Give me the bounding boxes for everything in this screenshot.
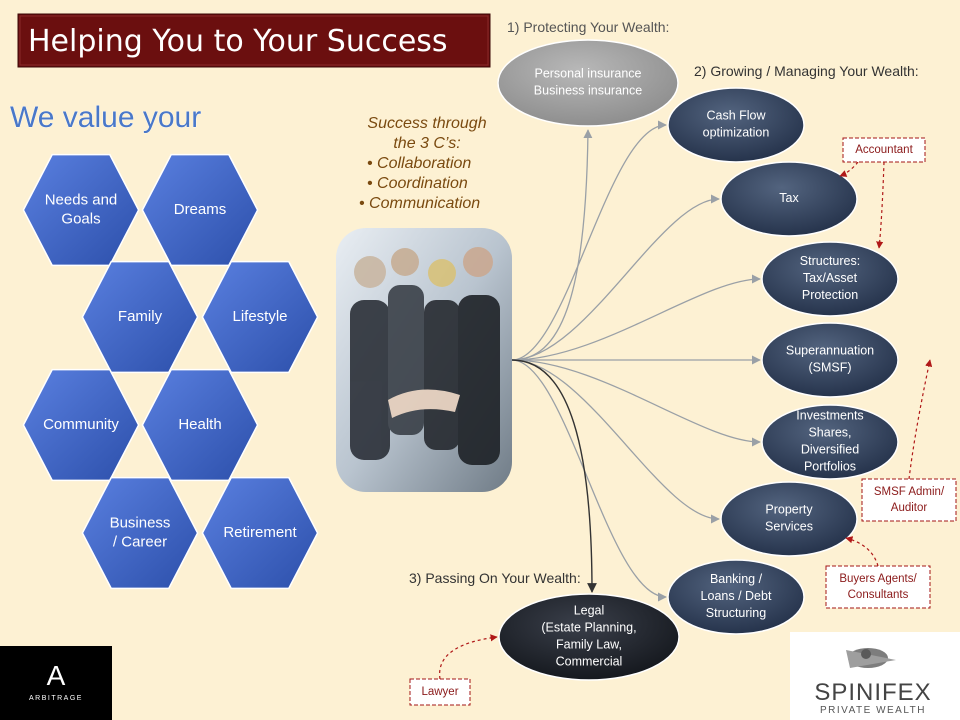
service-label: Superannuation(SMSF) (786, 344, 874, 375)
advisor-label: Lawyer (421, 686, 458, 698)
heading-growing: 2) Growing / Managing Your Wealth: (694, 63, 919, 79)
advisor-arrow (876, 161, 885, 249)
title-banner: Helping You to Your Success (17, 13, 491, 68)
hexagon-health: Health (141, 368, 259, 482)
arbitrage-logo-name: ARBITRAGE (29, 695, 83, 702)
arbitrage-logo: A ARBITRAGE (0, 646, 112, 720)
service-ellipse (667, 559, 805, 635)
service-label: Tax (779, 191, 799, 205)
service-legal: Legal(Estate Planning,Family Law,Commerc… (498, 593, 680, 681)
hexagon-label: Retirement (223, 524, 297, 541)
advisor-smsf_admin: SMSF Admin/Auditor (861, 359, 957, 522)
service-ellipse (720, 481, 858, 557)
tagline: Success through the 3 C’s: • Collaborati… (359, 115, 487, 212)
connector-banking (511, 359, 667, 602)
advisor-arrow (839, 161, 859, 177)
heading-passing: 3) Passing On Your Wealth: (409, 570, 581, 586)
values-subtitle: We value your (10, 101, 201, 134)
advisor-label: Buyers Agents/Consultants (839, 573, 917, 601)
page-title: Helping You to Your Success (28, 24, 448, 59)
hexagon-business: Business/ Career (81, 476, 199, 590)
advisor-label: Accountant (855, 144, 913, 156)
connector-lines (511, 120, 761, 602)
service-ellipse (497, 39, 679, 127)
tagline-bullet-1: • Collaboration (367, 155, 471, 172)
tagline-line-2: the 3 C’s: (393, 135, 460, 152)
hexagon-shape (81, 260, 199, 374)
advisor-box (861, 478, 957, 522)
heading-protecting: 1) Protecting Your Wealth: (507, 19, 669, 35)
hexagon-label: Lifestyle (232, 308, 287, 325)
service-ellipse (720, 161, 858, 237)
hexagon-label: Family (118, 308, 163, 325)
service-tax: Tax (720, 161, 858, 237)
hexagon-shape (141, 368, 259, 482)
connector-investments (511, 359, 761, 447)
hexagon-label: Business/ Career (110, 514, 171, 550)
service-ellipse (498, 593, 680, 681)
hexagon-label: Dreams (174, 201, 227, 218)
advisor-arrow (439, 634, 498, 680)
hexagon-community: Community (22, 368, 140, 482)
advisor-box (842, 137, 926, 163)
hexagon-label: Health (178, 416, 221, 433)
advisor-box (825, 565, 931, 609)
hexagon-shape (201, 260, 319, 374)
hexagon-lifestyle: Lifestyle (201, 260, 319, 374)
hexagon-family: Family (81, 260, 199, 374)
service-label: Legal(Estate Planning,Family Law,Commerc… (541, 604, 636, 669)
tagline-bullet-2: • Coordination (367, 175, 468, 192)
service-super: Superannuation(SMSF) (761, 322, 899, 398)
tagline-bullet-3: • Communication (359, 195, 480, 212)
advisor-lawyer: Lawyer (409, 634, 498, 706)
connector-tax (511, 194, 720, 361)
handshake-photo (336, 228, 512, 492)
advisor-buyers_agents: Buyers Agents/Consultants (825, 536, 931, 609)
advisor-arrow (908, 359, 933, 480)
arbitrage-logo-mark: A (47, 660, 66, 691)
service-ellipse (761, 404, 899, 480)
spinifex-logo: SPINIFEX PRIVATE WEALTH (790, 632, 960, 720)
spinifex-bird-icon (846, 648, 896, 668)
advisor-arrow (845, 536, 879, 567)
service-ellipse (667, 87, 805, 163)
hexagon-shape (81, 476, 199, 590)
connector-structures (511, 274, 761, 361)
connector-cashflow (511, 120, 667, 361)
service-ellipse (761, 241, 899, 317)
service-ellipse (761, 322, 899, 398)
tagline-line-1: Success through (367, 115, 486, 132)
spinifex-name: SPINIFEX (814, 679, 931, 706)
advisor-label: SMSF Admin/Auditor (874, 486, 945, 514)
connector-property (511, 359, 720, 524)
advisor-box (409, 678, 471, 706)
hexagon-dreams: Dreams (141, 153, 259, 267)
spinifex-tagline: PRIVATE WEALTH (820, 705, 926, 716)
hexagon-shape (201, 476, 319, 590)
hexagon-label: Community (43, 416, 119, 433)
advisor-accountant: Accountant (839, 137, 926, 249)
hexagon-retirement: Retirement (201, 476, 319, 590)
connector-legal (511, 359, 597, 593)
